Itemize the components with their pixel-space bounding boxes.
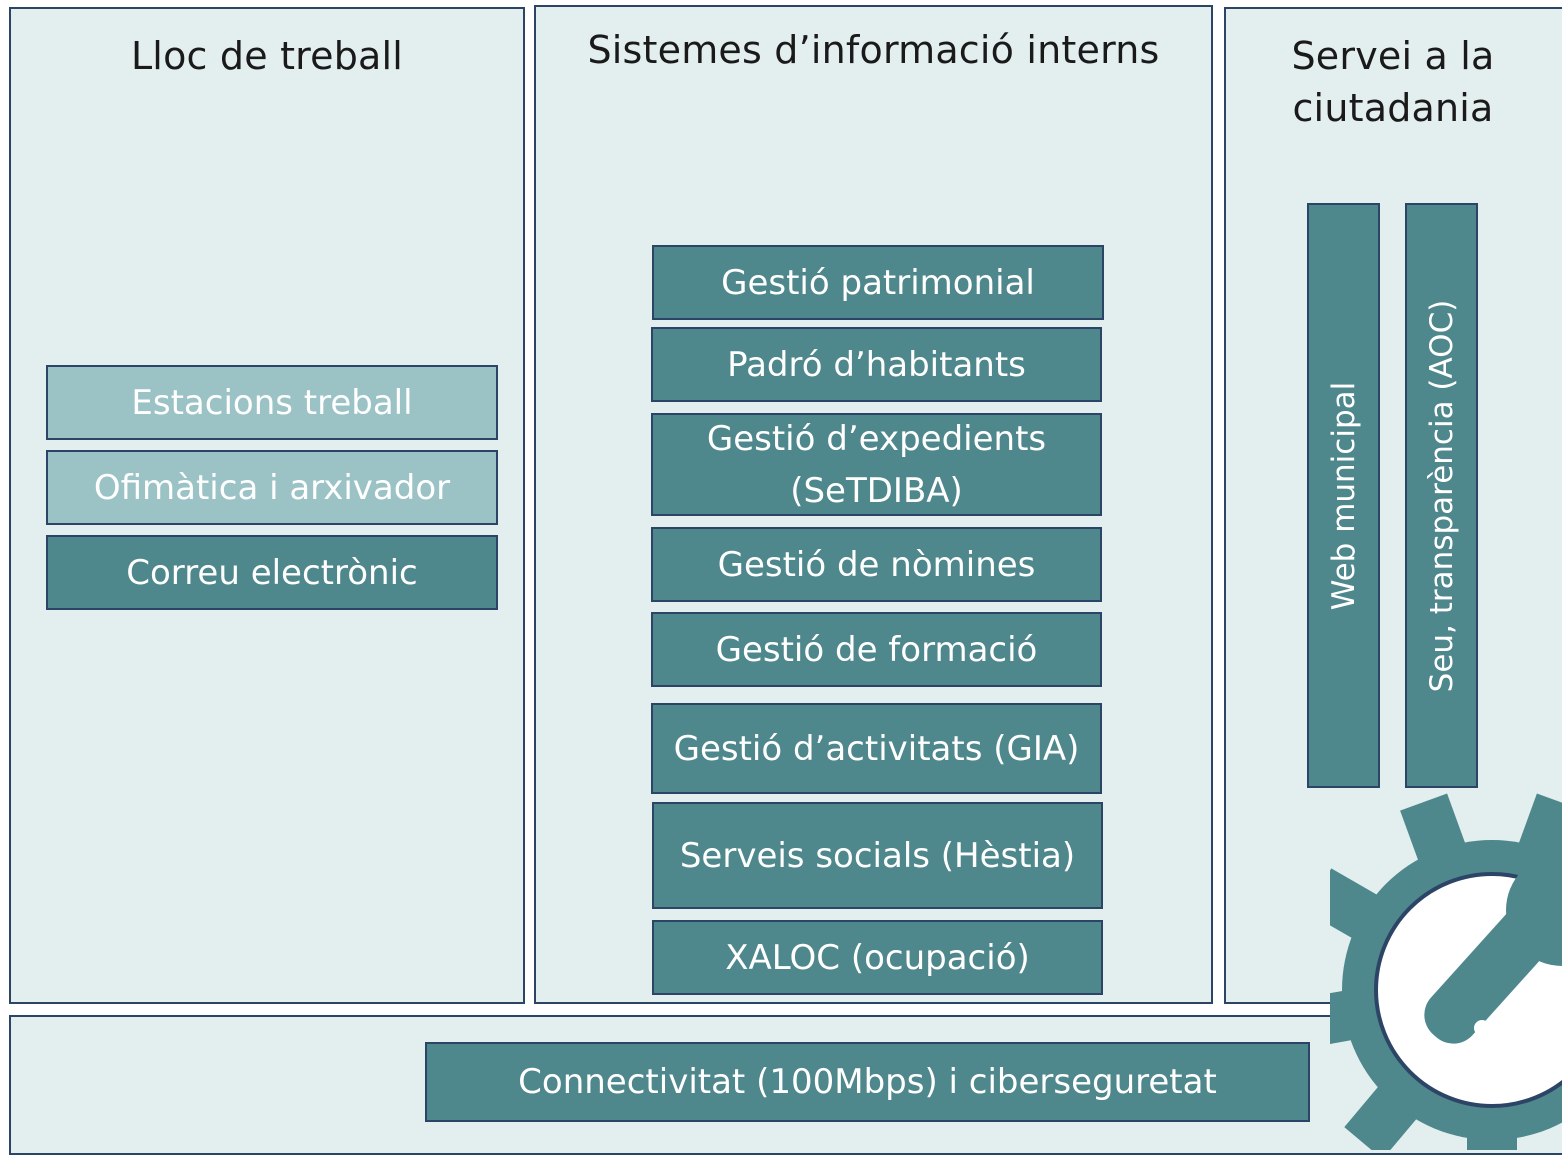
wrench <box>1424 854 1562 1044</box>
gear-with-wrench-icon <box>1330 793 1562 1150</box>
panel-title-servei-line1: Servei a la <box>1291 34 1495 78</box>
item-web-municipal-label: Web municipal <box>1325 381 1362 610</box>
item-gestio-patrimonial: Gestió patrimonial <box>652 245 1104 320</box>
item-xaloc: XALOC (ocupació) <box>652 920 1103 995</box>
wrench-hole <box>1474 1020 1490 1036</box>
item-seu-transparencia: Seu, transparència (AOC) <box>1405 203 1478 788</box>
item-gestio-activitats: Gestió d’activitats (GIA) <box>651 703 1102 794</box>
item-gestio-expedients: Gestió d’expedients (SeTDIBA) <box>651 413 1102 516</box>
item-gestio-formacio: Gestió de formació <box>651 612 1102 687</box>
item-correu-electronic: Correu electrònic <box>46 535 498 610</box>
panel-title-servei-line2: ciutadania <box>1292 86 1494 130</box>
item-serveis-socials: Serveis socials (Hèstia) <box>652 802 1103 909</box>
panel-servei-ciutadania: Servei a la ciutadania <box>1224 7 1562 1004</box>
panel-title-lloc: Lloc de treball <box>130 34 404 78</box>
item-seu-transparencia-label: Seu, transparència (AOC) <box>1423 299 1460 692</box>
item-ofimatica: Ofimàtica i arxivador <box>46 450 498 525</box>
item-padro-habitants: Padró d’habitants <box>651 327 1102 402</box>
item-web-municipal: Web municipal <box>1307 203 1380 788</box>
item-gestio-nomines: Gestió de nòmines <box>651 527 1102 602</box>
panel-title-sistemes: Sistemes d’informació interns <box>587 28 1160 72</box>
item-connectivitat: Connectivitat (100Mbps) i ciberseguretat <box>425 1042 1310 1122</box>
item-estacions-treball: Estacions treball <box>46 365 498 440</box>
